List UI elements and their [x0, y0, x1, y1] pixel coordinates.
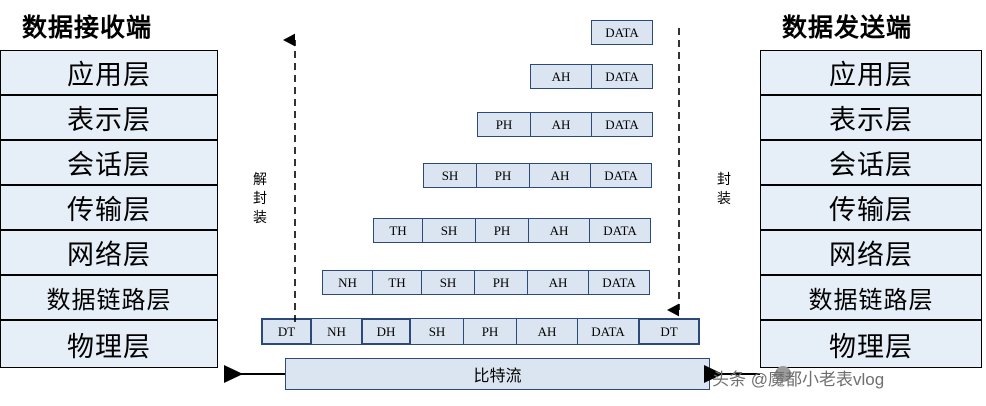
left-layer-presentation: 表示层 — [0, 95, 218, 140]
left-layer-datalink: 数据链路层 — [0, 275, 218, 320]
pdu-cell-dh: DH — [361, 318, 411, 345]
pdu-cell-nh: NH — [322, 270, 373, 295]
pdu-cell-th: TH — [373, 218, 423, 243]
right-layer-transport: 传输层 — [760, 185, 982, 230]
left-layer-physical: 物理层 — [0, 320, 218, 368]
right-layer-physical: 物理层 — [760, 320, 982, 368]
pdu-row-session: PH AH DATA — [477, 112, 653, 137]
pdu-row-physical: DT NH DH SH PH AH DATA DT — [261, 318, 700, 345]
right-arrow-label: 封装 — [717, 171, 731, 206]
pdu-cell-ah: AH — [530, 64, 592, 89]
pdu-cell-ph: PH — [463, 318, 517, 345]
watermark-text: 头条 @魔都小老表vlog — [712, 370, 885, 389]
pdu-cell-sh: SH — [422, 218, 476, 243]
pdu-cell-ah: AH — [528, 218, 590, 243]
pdu-cell-data: DATA — [591, 112, 653, 137]
right-stack-title: 数据发送端 — [782, 14, 913, 42]
pdu-row-datalink: NH TH SH PH AH DATA — [322, 270, 650, 295]
pdu-cell-data: DATA — [577, 318, 639, 345]
pdu-cell-ah: AH — [527, 270, 589, 295]
pdu-cell-data: DATA — [588, 270, 650, 295]
right-layer-network: 网络层 — [760, 230, 982, 275]
pdu-cell-ph: PH — [476, 163, 530, 188]
right-layer-application: 应用层 — [760, 50, 982, 95]
pdu-cell-dt-right: DT — [638, 318, 700, 345]
pdu-row-application: DATA — [591, 20, 653, 45]
pdu-cell-sh: SH — [423, 163, 477, 188]
pdu-row-network: TH SH PH AH DATA — [373, 218, 651, 243]
right-layer-session: 会话层 — [760, 140, 982, 185]
pdu-cell-dt-left: DT — [261, 318, 312, 345]
pdu-cell-ah: AH — [516, 318, 578, 345]
pdu-row-presentation: AH DATA — [530, 64, 653, 89]
pdu-row-transport: SH PH AH DATA — [423, 163, 652, 188]
bitstream-bar: 比特流 — [285, 358, 710, 390]
pdu-cell-data: DATA — [591, 64, 653, 89]
pdu-cell-nh: NH — [311, 318, 362, 345]
pdu-cell-th: TH — [372, 270, 422, 295]
left-layer-network: 网络层 — [0, 230, 218, 275]
pdu-cell-data: DATA — [590, 163, 652, 188]
pdu-cell-ah: AH — [529, 163, 591, 188]
right-layer-presentation: 表示层 — [760, 95, 982, 140]
pdu-cell-sh: SH — [421, 270, 475, 295]
watermark-logo-icon — [775, 366, 791, 382]
pdu-cell-data: DATA — [589, 218, 651, 243]
left-arrow-label: 解封装 — [253, 171, 267, 225]
pdu-cell-ph: PH — [477, 112, 531, 137]
left-layer-application: 应用层 — [0, 50, 218, 95]
pdu-cell-ph: PH — [474, 270, 528, 295]
left-layer-transport: 传输层 — [0, 185, 218, 230]
left-layer-session: 会话层 — [0, 140, 218, 185]
left-stack-title: 数据接收端 — [22, 14, 153, 42]
pdu-cell-data: DATA — [591, 20, 653, 45]
pdu-cell-ah: AH — [530, 112, 592, 137]
right-layer-datalink: 数据链路层 — [760, 275, 982, 320]
pdu-cell-ph: PH — [475, 218, 529, 243]
